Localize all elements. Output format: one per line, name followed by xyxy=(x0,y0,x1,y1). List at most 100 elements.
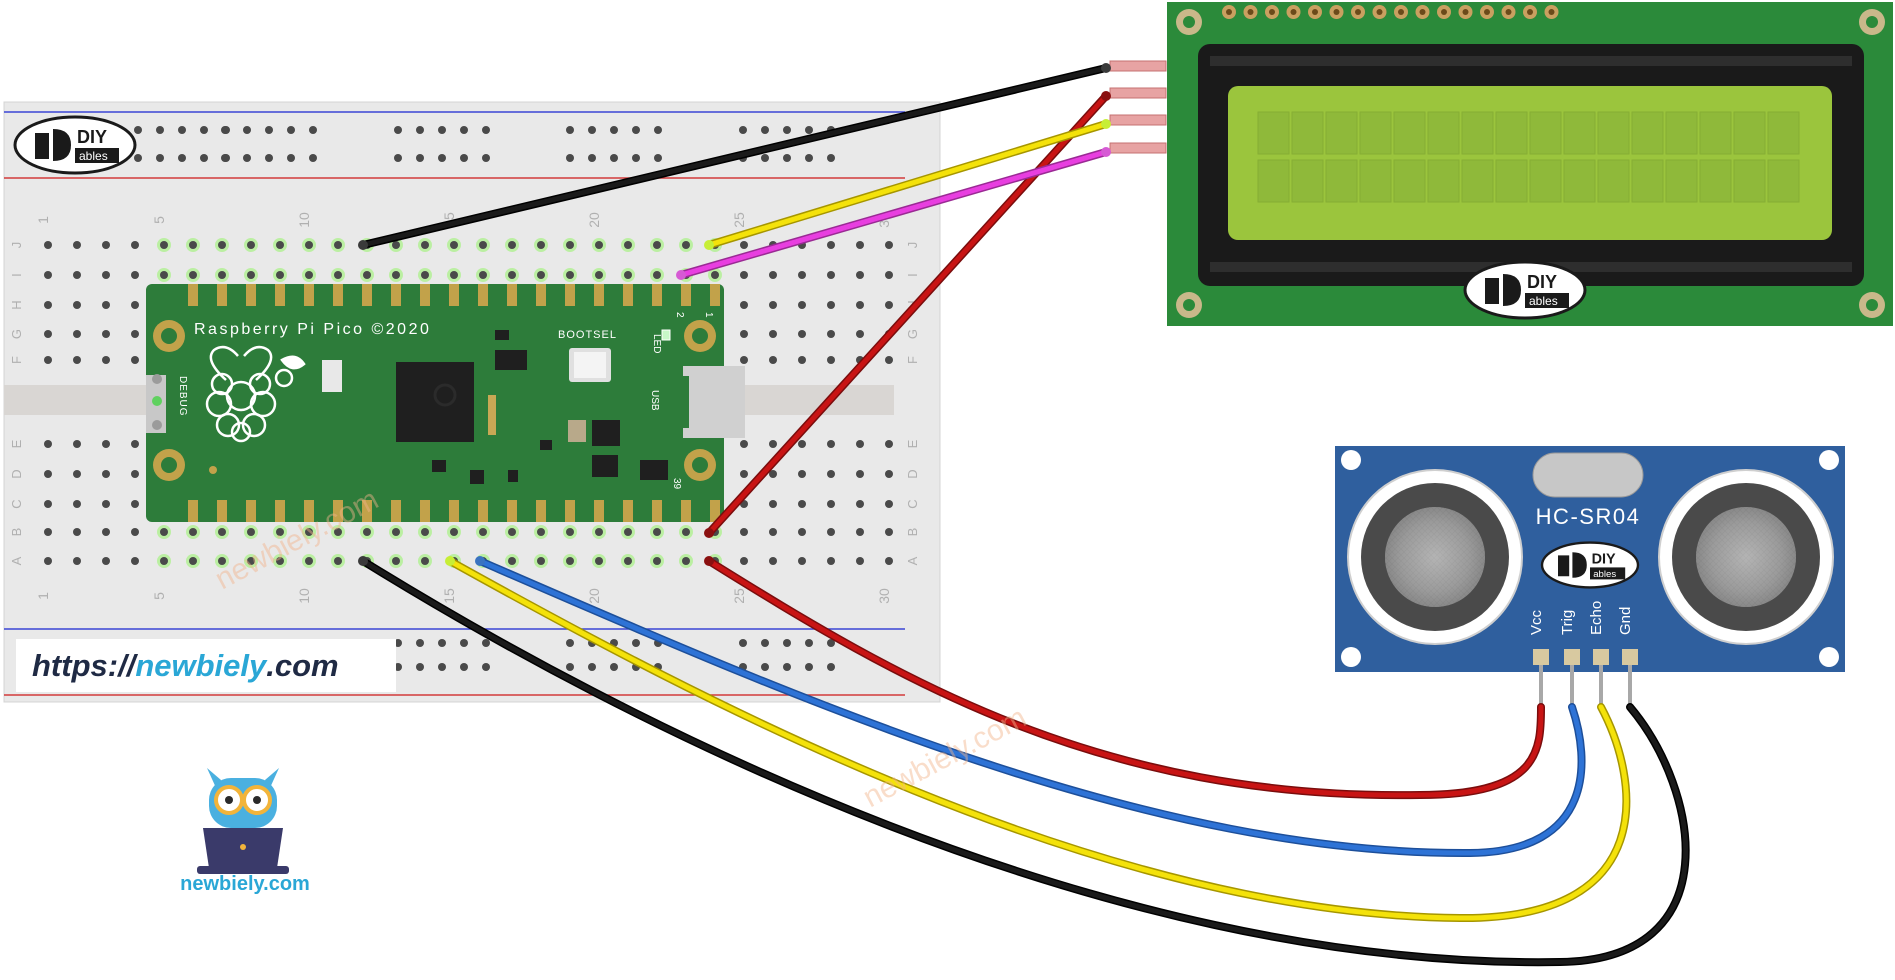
logo-ables-text: ables xyxy=(1593,569,1616,580)
raspberry-pi-pico: Raspberry Pi Pico ©2020 xyxy=(146,284,745,522)
row-label: F xyxy=(905,356,920,364)
breadboard-hole xyxy=(769,528,777,536)
row-label: H xyxy=(9,300,24,309)
breadboard-hole xyxy=(566,241,574,249)
breadboard-hole xyxy=(885,470,893,478)
lcd-cell xyxy=(1733,111,1766,155)
pico-pad xyxy=(681,284,691,306)
rail-hole xyxy=(827,663,835,671)
usb-connector xyxy=(683,366,745,438)
pico-title: Raspberry Pi Pico ©2020 xyxy=(194,321,431,338)
sensor-pin-pad xyxy=(1533,649,1549,665)
lcd-cell xyxy=(1427,111,1460,155)
rail-hole xyxy=(134,126,142,134)
rail-hole xyxy=(783,639,791,647)
breadboard-hole xyxy=(102,356,110,364)
breadboard-hole xyxy=(160,557,168,565)
rail-hole xyxy=(783,154,791,162)
breadboard-hole xyxy=(247,528,255,536)
pin-1-label: 1 xyxy=(703,312,714,318)
breadboard-hole xyxy=(102,330,110,338)
breadboard-hole xyxy=(479,241,487,249)
rail-hole xyxy=(566,126,574,134)
breadboard-hole xyxy=(798,440,806,448)
rail-hole xyxy=(394,639,402,647)
breadboard-hole xyxy=(218,528,226,536)
breadboard-hole xyxy=(73,440,81,448)
rail-hole xyxy=(243,126,251,134)
breadboard-hole xyxy=(44,528,52,536)
breadboard-hole xyxy=(885,356,893,364)
website-url[interactable]: https://newbiely.com xyxy=(16,639,396,692)
sensor-name: HC-SR04 xyxy=(1536,504,1641,529)
breadboard-hole xyxy=(189,271,197,279)
breadboard-hole xyxy=(740,271,748,279)
sensor-pin-leg xyxy=(1539,665,1543,707)
breadboard-hole xyxy=(247,271,255,279)
breadboard-hole xyxy=(392,557,400,565)
breadboard-hole xyxy=(769,301,777,309)
wires xyxy=(358,63,1690,967)
breadboard-hole xyxy=(392,241,400,249)
pico-pad xyxy=(246,500,256,522)
wire-end-dots xyxy=(358,63,1111,566)
rail-hole xyxy=(632,126,640,134)
column-label: 10 xyxy=(296,212,312,228)
breadboard-hole xyxy=(73,528,81,536)
rail-hole xyxy=(394,663,402,671)
breadboard-hole xyxy=(73,271,81,279)
rail-hole xyxy=(265,154,273,162)
breadboard-hole xyxy=(885,440,893,448)
breadboard-hole xyxy=(740,356,748,364)
row-label: A xyxy=(9,556,24,565)
breadboard-hole xyxy=(740,528,748,536)
row-label: J xyxy=(9,242,24,249)
rail-hole xyxy=(805,154,813,162)
rp2040-chip xyxy=(396,362,474,442)
rail-hole xyxy=(309,154,317,162)
row-label: B xyxy=(905,528,920,537)
pico-pad xyxy=(652,284,662,306)
row-label: G xyxy=(905,329,920,339)
logo-diy-text: DIY xyxy=(77,127,107,147)
pico-pad xyxy=(362,500,372,522)
lcd-cell xyxy=(1495,159,1528,203)
breadboard-hole xyxy=(102,241,110,249)
row-label: G xyxy=(9,329,24,339)
breadboard-hole xyxy=(73,356,81,364)
rail-hole xyxy=(761,154,769,162)
rail-hole xyxy=(221,154,229,162)
breadboard-hole xyxy=(102,271,110,279)
breadboard-hole xyxy=(421,528,429,536)
column-label: 25 xyxy=(731,588,747,604)
breadboard-hole xyxy=(189,557,197,565)
breadboard-hole xyxy=(508,528,516,536)
breadboard-hole xyxy=(624,271,632,279)
rail-hole xyxy=(438,126,446,134)
breadboard-hole xyxy=(798,301,806,309)
rail-hole xyxy=(739,639,747,647)
rail-hole xyxy=(438,154,446,162)
sensor-pin-pad xyxy=(1593,649,1609,665)
breadboard-hole xyxy=(160,241,168,249)
rail-hole xyxy=(416,126,424,134)
breadboard-hole xyxy=(769,557,777,565)
lcd-cell xyxy=(1427,159,1460,203)
logo-diy-text: DIY xyxy=(1592,551,1616,567)
pico-pad xyxy=(391,284,401,306)
breadboard-hole xyxy=(305,557,313,565)
rail-hole xyxy=(200,154,208,162)
pico-pad xyxy=(536,284,546,306)
breadboard-hole xyxy=(856,330,864,338)
pico-pad xyxy=(362,284,372,306)
owl-mascot-icon xyxy=(197,768,289,874)
breadboard-hole xyxy=(73,470,81,478)
pico-pad xyxy=(710,284,720,306)
breadboard-hole xyxy=(827,241,835,249)
breadboard-hole xyxy=(276,241,284,249)
breadboard-hole xyxy=(102,528,110,536)
breadboard-hole xyxy=(73,330,81,338)
lcd-cell xyxy=(1597,111,1630,155)
breadboard-hole xyxy=(450,241,458,249)
pico-pad xyxy=(623,284,633,306)
